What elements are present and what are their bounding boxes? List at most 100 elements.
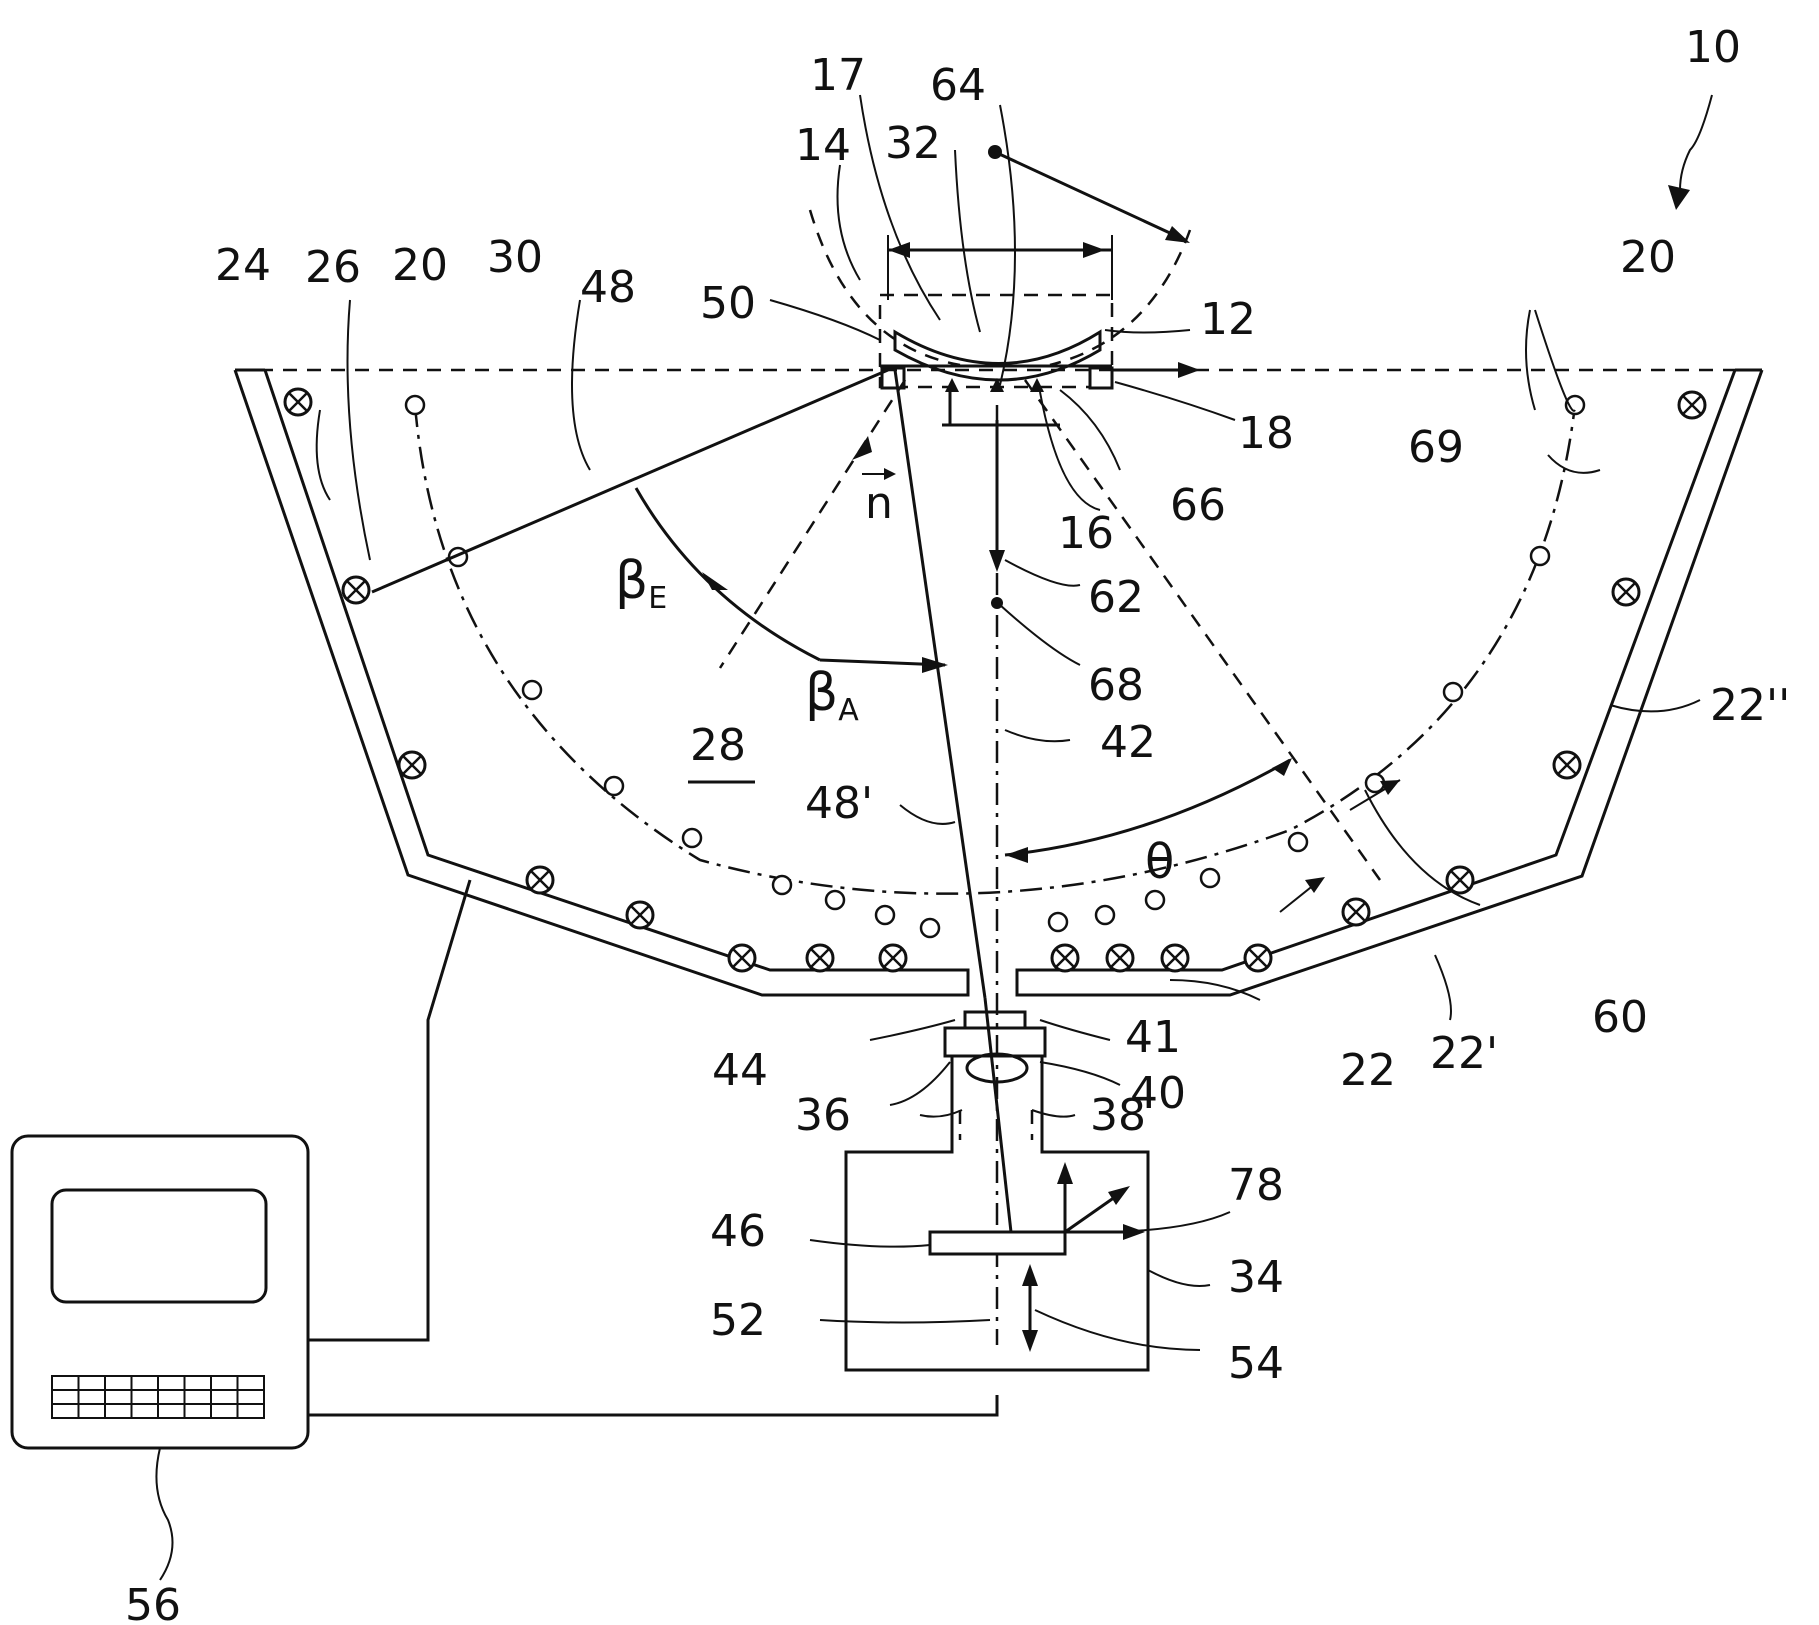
circle-cross-icon: [283, 387, 313, 417]
reference-numerals: 10 17 64 14 32 24 26 20 30 48 50 12 20 1…: [125, 22, 1790, 1625]
circle-cross-icon: [805, 943, 835, 973]
computer-terminal: [10, 879, 999, 1581]
label-62: 62: [1088, 572, 1144, 623]
label-60: 60: [1592, 992, 1648, 1043]
small-circle-icon: [1564, 394, 1586, 416]
keyboard-key: [130, 1375, 159, 1391]
label-54: 54: [1228, 1338, 1284, 1389]
circle-cross-icon: [1341, 897, 1371, 927]
label-n-vector: n: [865, 478, 893, 529]
label-12: 12: [1200, 294, 1256, 345]
keyboard-key: [236, 1389, 265, 1405]
keyboard-key: [210, 1375, 239, 1391]
circle-cross-icon: [525, 865, 555, 895]
label-26: 26: [305, 242, 361, 293]
label-10: 10: [1685, 22, 1741, 73]
circle-cross-icon: [878, 943, 908, 973]
label-28: 28: [690, 720, 746, 771]
label-22: 22: [1340, 1045, 1396, 1096]
arc-14: [808, 209, 961, 367]
label-42: 42: [1100, 717, 1156, 768]
label-14: 14: [795, 120, 851, 171]
label-46: 46: [710, 1206, 766, 1257]
label-22pp: 22'': [1710, 680, 1790, 731]
keyboard-key: [210, 1403, 239, 1419]
keyboard-key: [77, 1389, 106, 1405]
sample-holder: [878, 235, 1114, 427]
circle-cross-icon: [1552, 750, 1582, 780]
keyboard-key: [157, 1375, 186, 1391]
arc-64: [1049, 229, 1192, 367]
label-22p: 22': [1430, 1028, 1498, 1079]
label-beta-e: βE: [615, 551, 667, 616]
label-24: 24: [215, 240, 271, 291]
keyboard-key: [210, 1389, 239, 1405]
small-circle-icon: [681, 827, 703, 849]
circle-cross-icon: [727, 943, 757, 973]
label-16: 16: [1058, 508, 1114, 559]
keyboard-key: [51, 1375, 80, 1391]
label-69: 69: [1408, 422, 1464, 473]
keyboard-key: [183, 1389, 212, 1405]
small-circle-icon: [1047, 911, 1069, 933]
label-66: 66: [1170, 480, 1226, 531]
keyboard-key: [104, 1375, 133, 1391]
keyboard-key: [183, 1375, 212, 1391]
keyboard-key: [51, 1403, 80, 1419]
keyboard-key: [51, 1389, 80, 1405]
keyboard-key: [236, 1403, 265, 1419]
small-circle-icon: [521, 679, 543, 701]
small-circle-icon: [824, 889, 846, 911]
circle-cross-icon: [1160, 943, 1190, 973]
label-64: 64: [930, 60, 986, 111]
small-circle-icon: [771, 874, 793, 896]
circle-cross-icon: [1243, 943, 1273, 973]
small-circle-icon: [603, 775, 625, 797]
label-50: 50: [700, 278, 756, 329]
label-48: 48: [580, 262, 636, 313]
label-34: 34: [1228, 1252, 1284, 1303]
label-theta: θ: [1145, 834, 1174, 890]
label-20-right: 20: [1620, 232, 1676, 283]
detector-ring-elements: [404, 394, 1586, 939]
circle-cross-icon: [397, 750, 427, 780]
small-circle-icon: [1529, 545, 1551, 567]
keyboard-key: [157, 1403, 186, 1419]
circle-cross-icon: [625, 900, 655, 930]
label-32: 32: [885, 118, 941, 169]
label-beta-a: βA: [805, 663, 859, 728]
keyboard-key: [157, 1389, 186, 1405]
keyboard-key: [77, 1403, 106, 1419]
detector-arc: [413, 404, 1577, 895]
small-circle-icon: [1094, 904, 1116, 926]
label-38: 38: [1090, 1090, 1146, 1141]
small-circle-icon: [1144, 889, 1166, 911]
keyboard-key: [104, 1389, 133, 1405]
label-52: 52: [710, 1295, 766, 1346]
label-20-left: 20: [392, 240, 448, 291]
small-circle-icon: [1199, 867, 1221, 889]
circle-cross-icon: [1677, 390, 1707, 420]
circle-cross-icon: [1611, 577, 1641, 607]
label-56: 56: [125, 1580, 181, 1625]
label-78: 78: [1228, 1160, 1284, 1211]
keyboard-key: [130, 1403, 159, 1419]
label-41: 41: [1125, 1012, 1181, 1063]
circle-cross-icon: [1105, 943, 1135, 973]
small-circle-icon: [1442, 681, 1464, 703]
label-68: 68: [1088, 660, 1144, 711]
label-44: 44: [712, 1045, 768, 1096]
label-30: 30: [487, 232, 543, 283]
keyboard-key: [183, 1403, 212, 1419]
light-sources: [283, 387, 1707, 973]
beams: [371, 368, 1481, 1345]
circle-cross-icon: [1050, 943, 1080, 973]
keyboard-key: [130, 1389, 159, 1405]
small-circle-icon: [404, 394, 426, 416]
leader-lines: [315, 94, 1713, 1351]
label-17: 17: [810, 50, 866, 101]
label-18: 18: [1238, 408, 1294, 459]
label-48p: 48': [805, 778, 873, 829]
small-circle-icon: [919, 917, 941, 939]
